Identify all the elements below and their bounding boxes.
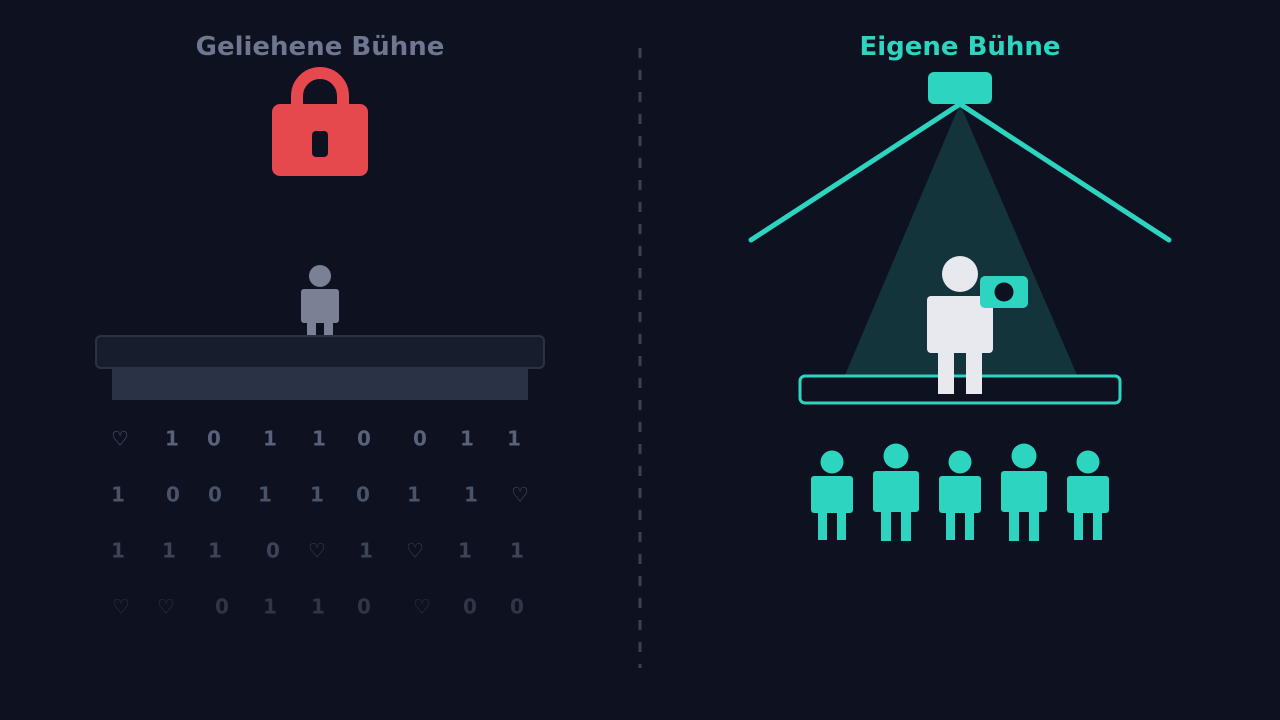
data-bit: 1 bbox=[162, 539, 176, 563]
audience-person-icon bbox=[873, 443, 919, 541]
data-bit: 1 bbox=[507, 427, 521, 451]
data-bit: 0 bbox=[510, 595, 524, 619]
data-bit: 1 bbox=[458, 539, 472, 563]
lock-icon bbox=[272, 67, 368, 176]
data-bit: 1 bbox=[111, 539, 125, 563]
data-bit: 1 bbox=[263, 595, 277, 619]
data-bit: 0 bbox=[357, 427, 371, 451]
data-bit: 0 bbox=[208, 483, 222, 507]
heart-icon: ♡ bbox=[111, 427, 129, 451]
data-bit: 1 bbox=[263, 427, 277, 451]
data-bit: 0 bbox=[356, 483, 370, 507]
heart-icon: ♡ bbox=[511, 483, 529, 507]
data-bit: 0 bbox=[266, 539, 280, 563]
data-bit: 0 bbox=[207, 427, 221, 451]
data-bit: 1 bbox=[460, 427, 474, 451]
data-bit: 1 bbox=[111, 483, 125, 507]
data-bit: 0 bbox=[215, 595, 229, 619]
heart-icon: ♡ bbox=[112, 595, 130, 619]
heart-icon: ♡ bbox=[308, 539, 326, 563]
audience-person-icon bbox=[939, 450, 981, 540]
audience-person-icon bbox=[1067, 450, 1109, 540]
audience-person-icon bbox=[811, 450, 853, 540]
data-bit: 0 bbox=[413, 427, 427, 451]
heart-icon: ♡ bbox=[406, 539, 424, 563]
data-bit: 1 bbox=[312, 427, 326, 451]
data-bit: 1 bbox=[310, 483, 324, 507]
heart-icon: ♡ bbox=[413, 595, 431, 619]
camera-icon bbox=[980, 276, 1028, 308]
borrowed-stage bbox=[95, 335, 545, 400]
data-bit: 1 bbox=[165, 427, 179, 451]
data-grid: ♡ 1 0 1 1 0 0 1 1 1 0 0 1 1 0 1 1 ♡ 1 1 1 0 ♡ 1 ♡ 1 1 ♡ ♡ 0 1 1 0 ♡ 0 0 bbox=[111, 427, 529, 619]
data-bit: 0 bbox=[357, 595, 371, 619]
presenter-icon bbox=[927, 256, 993, 394]
data-bit: 1 bbox=[510, 539, 524, 563]
left-panel-title: Geliehene Bühne bbox=[195, 32, 445, 62]
own-stage bbox=[798, 374, 1122, 405]
right-panel-title: Eigene Bühne bbox=[859, 32, 1061, 62]
data-bit: 1 bbox=[258, 483, 272, 507]
roof-icon bbox=[748, 101, 1172, 243]
data-bit: 1 bbox=[464, 483, 478, 507]
data-bit: 0 bbox=[166, 483, 180, 507]
audience bbox=[811, 443, 1109, 541]
person-icon bbox=[301, 265, 339, 346]
data-bit: 1 bbox=[208, 539, 222, 563]
audience-person-icon bbox=[1001, 443, 1047, 541]
data-bit: 1 bbox=[311, 595, 325, 619]
data-bit: 1 bbox=[407, 483, 421, 507]
data-bit: 0 bbox=[463, 595, 477, 619]
heart-icon: ♡ bbox=[157, 595, 175, 619]
spotlight-icon bbox=[928, 72, 992, 104]
data-bit: 1 bbox=[359, 539, 373, 563]
